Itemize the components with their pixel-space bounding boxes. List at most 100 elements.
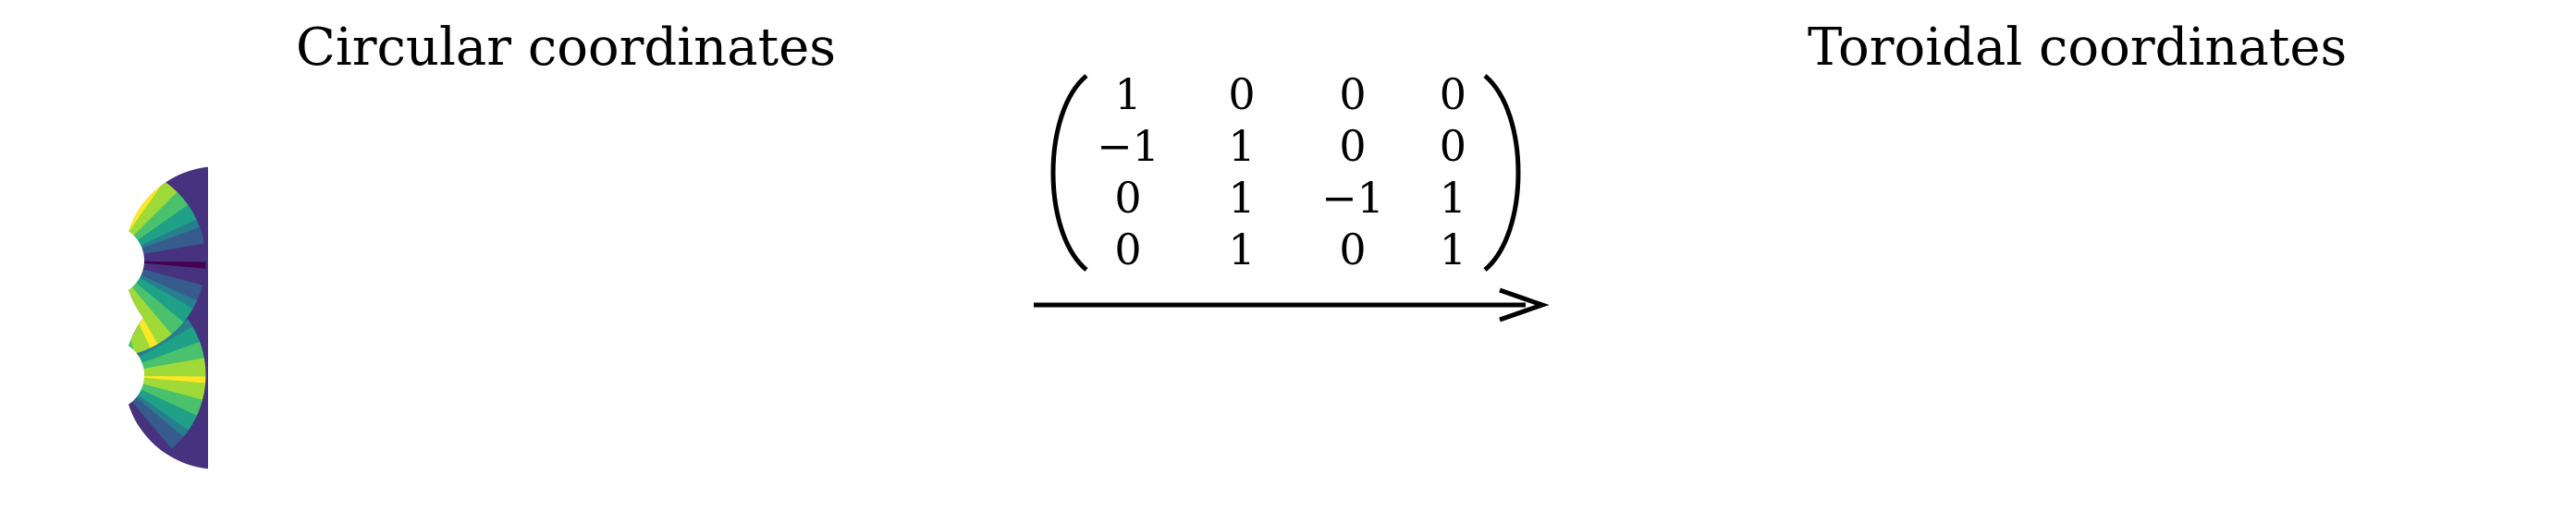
color-sector (889, 323, 900, 340)
color-sector (1870, 387, 1929, 416)
color-sector (906, 432, 920, 449)
color-sector (784, 374, 800, 383)
color-sector (847, 168, 860, 186)
color-sector (906, 395, 921, 408)
color-sector (54, 291, 92, 346)
color-sector (397, 390, 454, 424)
color-sector (1687, 409, 1701, 470)
color-sector (879, 310, 886, 325)
color-sector (1726, 187, 1773, 236)
color-sector (276, 219, 334, 249)
color-sector (35, 397, 84, 443)
color-sector (1864, 358, 1925, 372)
color-sector (792, 408, 810, 423)
color-sector (1978, 289, 2016, 344)
color-sector (18, 219, 77, 249)
color-sector (124, 166, 128, 227)
color-sector (925, 436, 941, 454)
color-sector (839, 431, 853, 448)
color-sector (1994, 378, 2055, 393)
color-sector (935, 288, 952, 302)
color-sector (1865, 381, 1926, 400)
color-sector (1621, 319, 1675, 358)
color-sector (1978, 292, 2017, 347)
color-sector (790, 334, 807, 348)
color-sector (862, 326, 870, 343)
color-sector (391, 283, 440, 329)
color-sector (784, 251, 800, 261)
color-sector (954, 228, 972, 241)
color-sector (854, 166, 866, 184)
color-sector (906, 343, 921, 356)
color-sector (1920, 285, 1948, 344)
color-sector (815, 243, 831, 252)
color-sector (1713, 168, 1738, 228)
color-sector (304, 296, 346, 348)
matrix-right-bracket (1483, 74, 1521, 272)
color-sector (273, 269, 333, 293)
color-sector (897, 404, 909, 420)
color-sector (15, 349, 76, 369)
color-sector (1737, 227, 1797, 251)
color-sector (1952, 164, 1961, 225)
color-sector (936, 221, 953, 235)
color-sector (282, 278, 337, 316)
color-sector (378, 407, 407, 466)
color-sector (1620, 278, 1674, 316)
color-sector (288, 312, 339, 355)
color-sector (900, 304, 912, 321)
color-sector (843, 336, 857, 351)
color-sector (930, 302, 947, 320)
color-sector (948, 294, 965, 309)
color-sector (802, 276, 818, 287)
color-sector (1975, 174, 2009, 231)
toroidal-panel-2 (1864, 164, 2055, 416)
color-sector (875, 210, 879, 225)
color-sector (832, 174, 847, 191)
color-sector (1975, 288, 2009, 346)
color-sector (932, 214, 949, 229)
color-sector (292, 397, 341, 443)
color-sector (914, 371, 930, 375)
color-sector (381, 174, 415, 231)
color-sector (1655, 291, 1689, 348)
color-sector (1722, 404, 1760, 458)
color-sector (1695, 410, 1704, 471)
color-sector (1729, 397, 1778, 444)
color-sector (810, 328, 827, 343)
color-sector (800, 239, 816, 249)
figure-eight-surface (523, 162, 721, 474)
color-sector (896, 313, 907, 330)
color-sector (53, 289, 92, 344)
color-sector (35, 307, 84, 353)
color-sector (889, 212, 897, 228)
color-sector (395, 320, 449, 358)
color-sector (1876, 278, 1931, 316)
color-sector (1991, 213, 2048, 246)
color-sector (378, 285, 408, 343)
color-sector (925, 392, 941, 403)
color-sector (817, 435, 834, 453)
color-sector (1648, 289, 1687, 344)
color-sector (906, 317, 920, 334)
color-sector (809, 407, 826, 421)
color-sector (840, 188, 853, 205)
color-sector (912, 211, 926, 226)
color-sector (298, 301, 343, 350)
color-sector (1987, 199, 2040, 240)
color-sector (914, 329, 930, 344)
color-sector (1662, 407, 1692, 465)
color-sector (388, 286, 434, 334)
color-sector (279, 212, 337, 246)
color-sector (1873, 212, 1931, 246)
color-sector (14, 266, 75, 286)
color-sector (827, 424, 841, 441)
color-sector (825, 289, 840, 303)
color-sector (925, 318, 941, 334)
color-sector (878, 296, 883, 311)
color-sector (785, 274, 803, 286)
color-sector (1608, 251, 1669, 261)
color-sector (814, 254, 829, 261)
color-sector (941, 272, 958, 282)
color-sector (908, 393, 924, 405)
